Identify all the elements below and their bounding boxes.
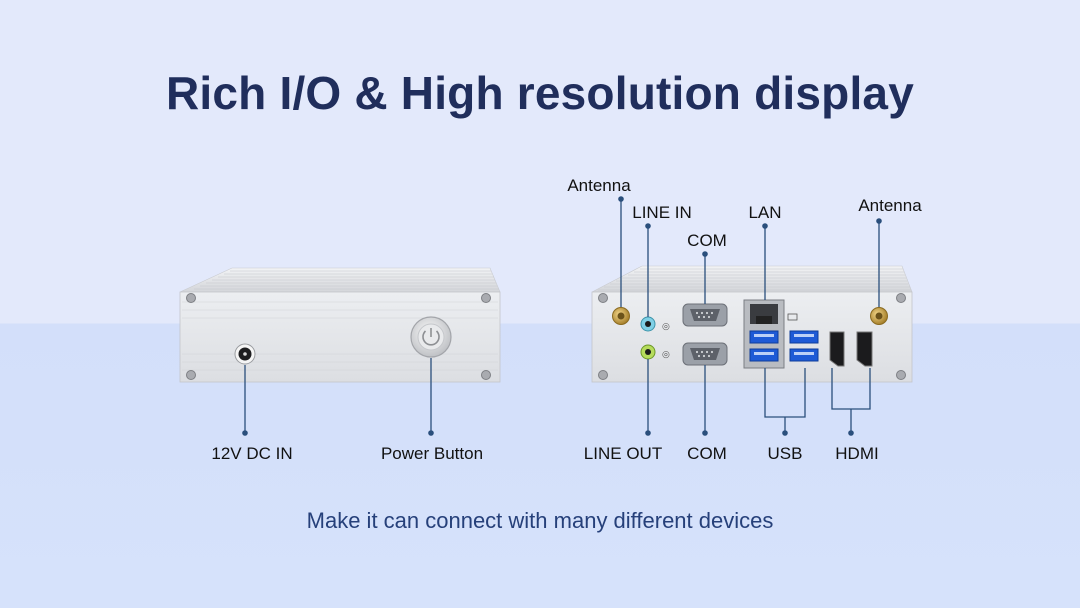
- com-port-icon: [682, 342, 728, 366]
- rear-top-fins: [591, 265, 913, 293]
- antenna-connector-icon: [870, 307, 888, 325]
- svg-text:◎: ◎: [662, 322, 670, 332]
- page-title: Rich I/O & High resolution display: [166, 67, 914, 119]
- front-face: [179, 291, 501, 383]
- screw-icon: [186, 370, 196, 380]
- screw-icon: [481, 370, 491, 380]
- label-power-button: Power Button: [380, 444, 484, 463]
- front-fin-lines: [194, 270, 499, 290]
- antenna-connector-icon: [612, 307, 630, 325]
- front-view: [179, 267, 501, 436]
- front-callouts: [242, 358, 434, 436]
- callout-dots: [618, 196, 882, 436]
- label-antenna-right: Antenna: [858, 196, 922, 215]
- label-antenna-left: Antenna: [567, 176, 631, 195]
- usb-port-icon: [749, 330, 819, 362]
- label-com-bottom: COM: [687, 444, 727, 463]
- screw-icon: [598, 293, 608, 303]
- label-usb: USB: [767, 444, 803, 463]
- hdmi-port-icon: [829, 331, 873, 367]
- label-line-in: LINE IN: [632, 203, 692, 222]
- label-com-top: COM: [687, 231, 727, 250]
- label-hdmi: HDMI: [835, 444, 879, 463]
- screw-icon: [186, 293, 196, 303]
- screw-icon: [481, 293, 491, 303]
- screw-icon: [896, 293, 906, 303]
- label-line-out: LINE OUT: [583, 444, 663, 463]
- com-port-icon: [682, 303, 728, 327]
- dc-jack-icon: [234, 343, 256, 365]
- line-out-jack-icon: [640, 344, 656, 360]
- label-dc-in: 12V DC IN: [211, 444, 293, 463]
- svg-text:◎: ◎: [662, 350, 670, 360]
- page-subtitle: Make it can connect with many different …: [306, 508, 774, 533]
- screw-icon: [598, 370, 608, 380]
- label-lan: LAN: [748, 203, 782, 222]
- rear-fin-lines: [598, 268, 911, 291]
- power-button-icon: [410, 316, 452, 358]
- screw-icon: [896, 370, 906, 380]
- rear-callouts: [620, 199, 880, 433]
- rear-view: ◎ ◎: [591, 196, 913, 436]
- line-in-jack-icon: [640, 316, 656, 332]
